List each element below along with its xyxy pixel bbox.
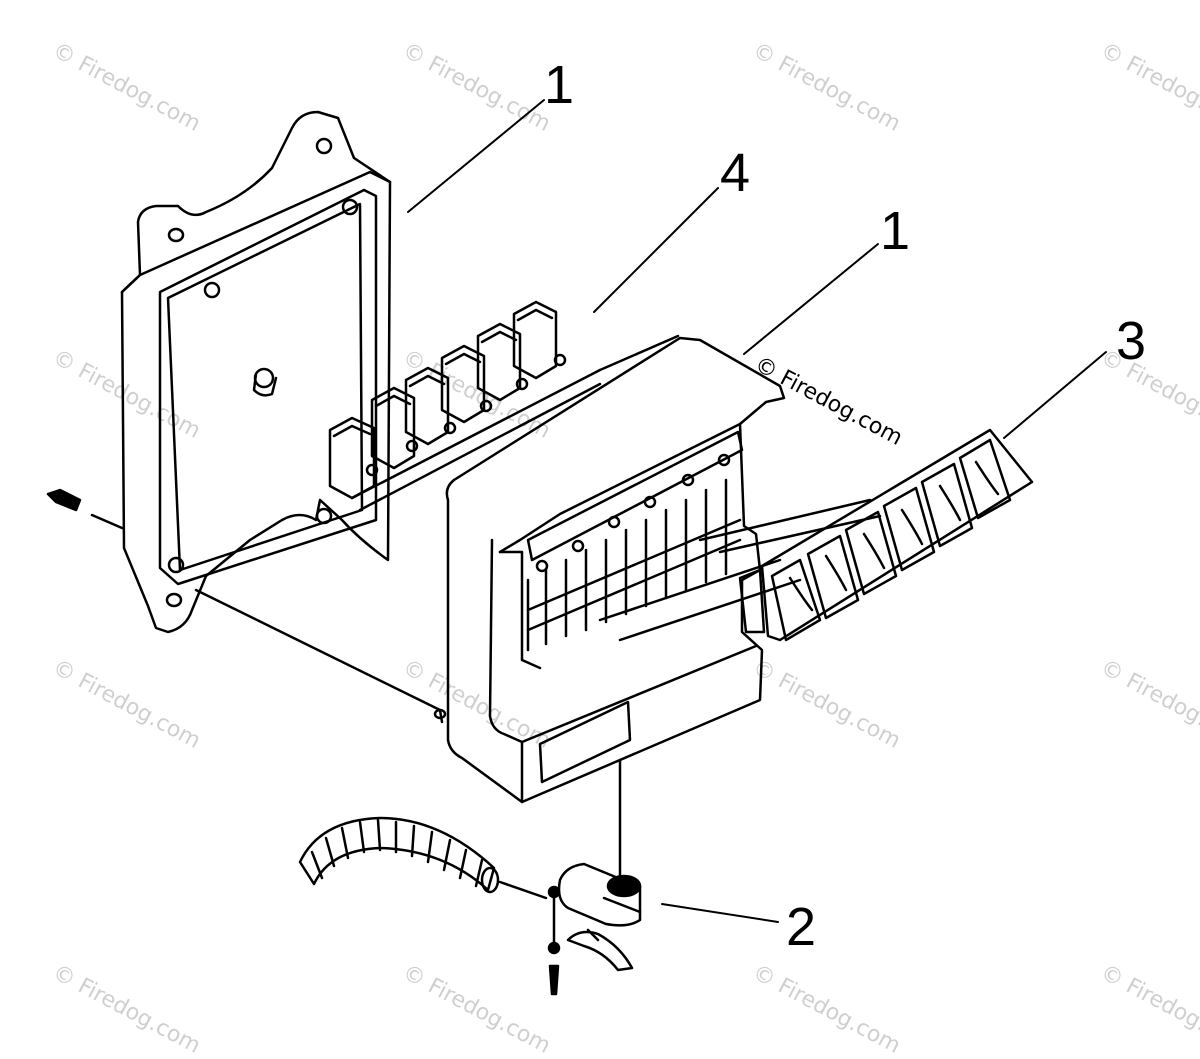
relay-modules	[194, 300, 602, 724]
callout-4-relay-modules: 4	[720, 143, 751, 203]
drain-assembly	[298, 758, 642, 996]
right-housing	[433, 334, 882, 804]
callout-3-fuse-strip: 3	[1116, 311, 1147, 371]
fuse-strip	[760, 428, 1034, 642]
callout-1-right-housing: 1	[880, 201, 911, 261]
leader-lines	[407, 99, 1107, 923]
callout-1-left-frame: 1	[544, 55, 575, 115]
left-frame	[46, 110, 392, 634]
callout-2-drain-assembly: 2	[786, 897, 817, 957]
